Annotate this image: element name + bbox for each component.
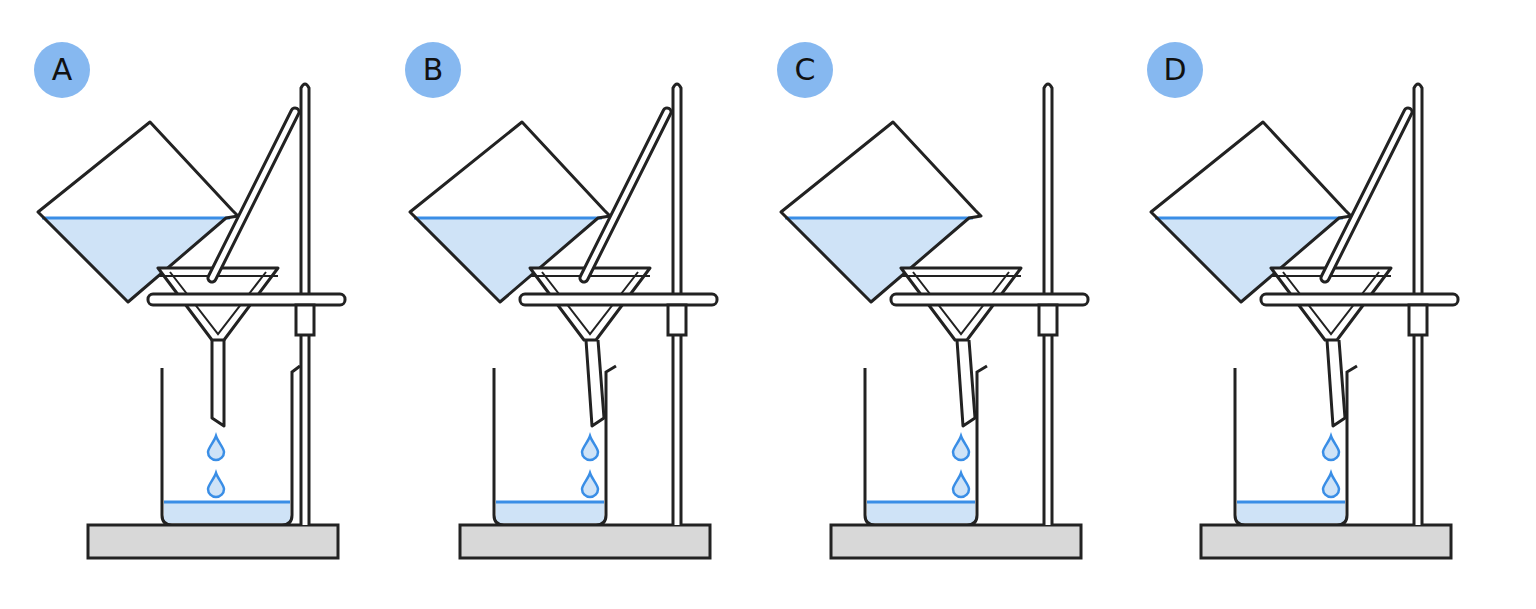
panel-letter-circle: D xyxy=(1147,42,1203,98)
panel-letter: D xyxy=(1163,55,1186,85)
panel-letter-circle: A xyxy=(34,42,90,98)
panel-letter: B xyxy=(423,55,444,85)
setup-b xyxy=(410,84,717,558)
setup-a xyxy=(38,84,345,558)
panel-letter: C xyxy=(795,55,816,85)
setup-d xyxy=(1151,84,1458,558)
panel-letter-circle: C xyxy=(777,42,833,98)
panel-letter-circle: B xyxy=(405,42,461,98)
panel-letter: A xyxy=(52,55,73,85)
setup-c xyxy=(781,84,1088,558)
